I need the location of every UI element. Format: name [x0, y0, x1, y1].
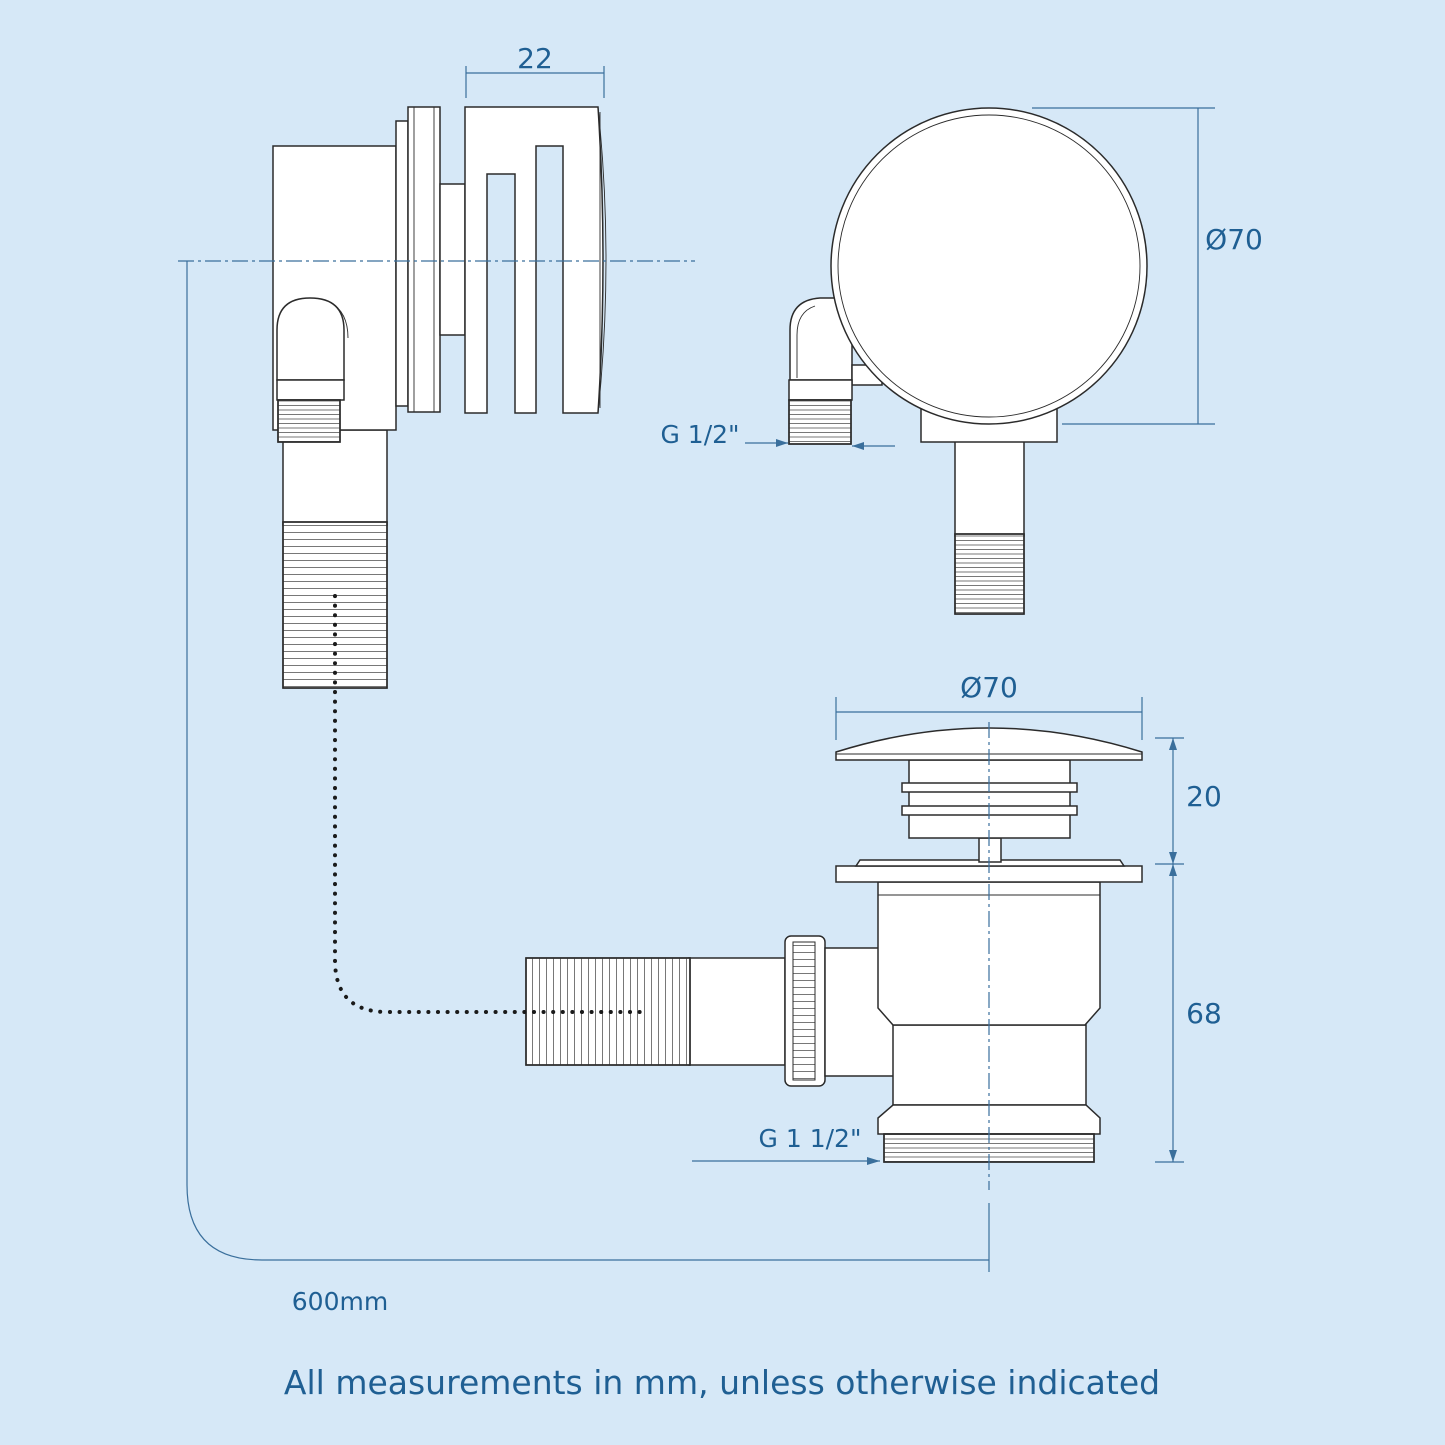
overflow-cover: [464, 106, 604, 414]
dim-overflow-diameter: Ø70: [1205, 223, 1263, 256]
overflow-spigot: [439, 183, 466, 336]
dim-plug-height: 20: [1186, 780, 1222, 813]
overflow-outlet-pipe: [282, 429, 388, 526]
front-hose-thread: [954, 533, 1025, 615]
dimension-lines: [178, 66, 1215, 1272]
overflow-front-view: [788, 107, 1148, 615]
dim-overflow-depth: 22: [517, 42, 553, 75]
front-outlet-pipe: [954, 439, 1025, 537]
overflow-cover-disc: [830, 107, 1148, 425]
plug-stem: [978, 837, 1002, 863]
cable-length-line: [186, 261, 989, 1261]
overflow-side-view: [272, 106, 607, 689]
dim-waste-thread: G 1 1/2": [759, 1124, 862, 1153]
waste-lower-body: [892, 1024, 1087, 1106]
dim-body-height: 68: [1186, 997, 1222, 1030]
waste-hose-pipe: [688, 957, 786, 1066]
overflow-elbow: [276, 297, 345, 381]
waste-assembly: [525, 727, 1143, 1163]
overflow-flange-2: [407, 106, 441, 413]
waste-hose-corrugation: [525, 957, 691, 1066]
elbow-collar: [276, 379, 345, 401]
dim-overflow-thread: G 1/2": [660, 420, 739, 449]
measurement-note: All measurements in mm, unless otherwise…: [284, 1363, 1160, 1402]
overflow-flange-1: [395, 120, 409, 407]
front-elbow-thread: [788, 399, 852, 445]
waste-foot: [877, 1104, 1101, 1135]
dim-cable-length: 600mm: [292, 1287, 388, 1316]
dim-waste-diameter: Ø70: [960, 671, 1018, 704]
